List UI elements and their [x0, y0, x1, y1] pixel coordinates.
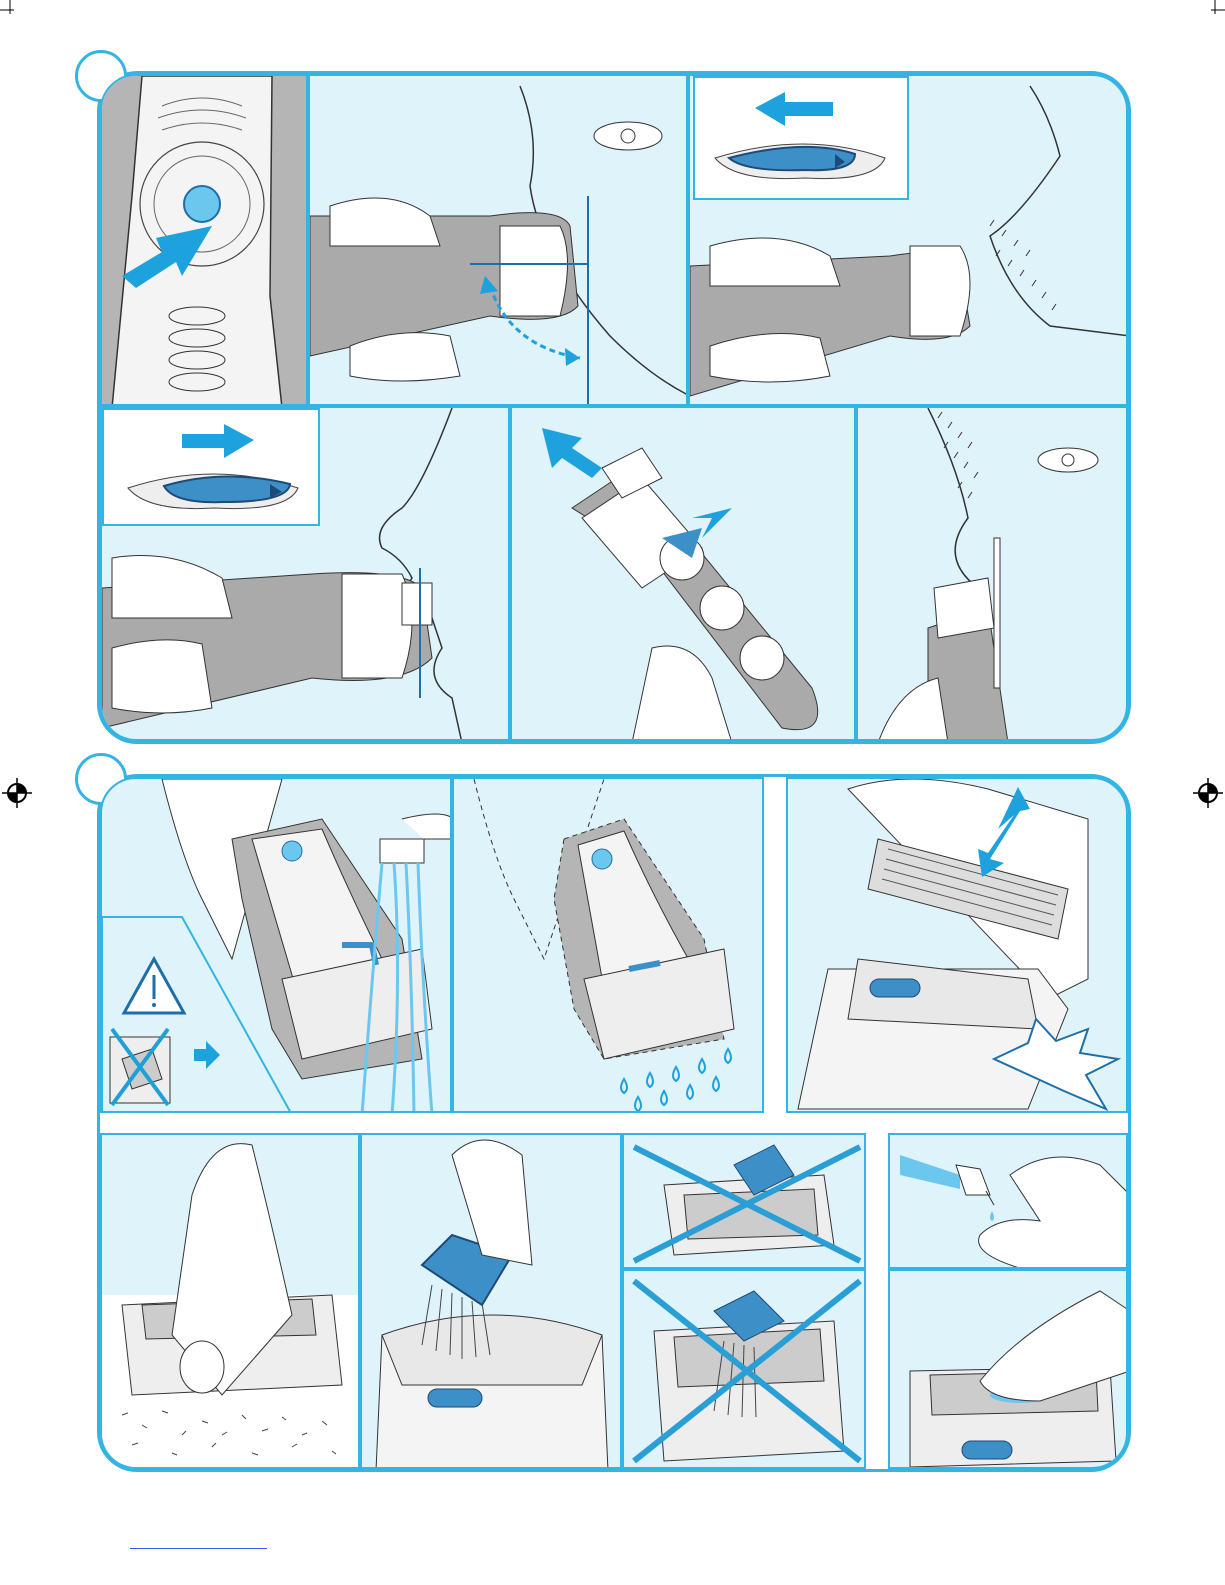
switch-detail-inset-left	[693, 76, 909, 200]
water-tap-icon	[102, 779, 452, 1113]
brush-icon	[362, 1135, 622, 1469]
hair-clippings-icon	[102, 1135, 360, 1469]
panel-oil-drop	[888, 1133, 1128, 1269]
angle-arrow-icon	[310, 76, 688, 406]
switch-detail-inset-right	[102, 408, 320, 526]
panel-do-not-brush-foil-2	[622, 1269, 866, 1469]
water-drops-icon	[454, 779, 764, 1113]
registration-mark-right-icon	[1191, 776, 1225, 810]
panel-sideburns-trimming	[856, 406, 1128, 741]
panel-shaving-angle	[308, 74, 688, 406]
panel-sideburns-trimming-switch	[100, 406, 510, 741]
release-arrow-icon	[512, 408, 856, 741]
panel-oil-foil	[888, 1269, 1128, 1469]
crop-mark-top-left	[0, 0, 18, 18]
panel-rinse-under-tap	[100, 777, 452, 1113]
panel-let-dry	[452, 777, 764, 1113]
panel-tap-out-hair	[100, 1133, 360, 1469]
panel-long-hair-trimmer-extend	[688, 74, 1128, 406]
oil-bottle-icon	[890, 1135, 1128, 1269]
panel-brush-cutter-block	[360, 1133, 622, 1469]
oil-finger-icon	[890, 1271, 1128, 1469]
cross-icon	[624, 1135, 866, 1269]
arrow-right-icon	[104, 410, 318, 524]
press-button-icon	[102, 76, 308, 406]
footer-rule	[130, 1548, 267, 1549]
trimmer-icon	[858, 408, 1128, 741]
double-arrow-icon	[788, 779, 1128, 1113]
panel-switch-on-button	[100, 74, 308, 406]
panel-remove-foil-frame	[786, 777, 1128, 1113]
panel-do-not-brush-foil	[622, 1133, 866, 1269]
cross-icon	[624, 1271, 866, 1469]
registration-mark-left-icon	[0, 776, 34, 810]
panel-trimmer-release	[510, 406, 856, 741]
arrow-left-icon	[695, 78, 907, 198]
crop-mark-top-right	[1207, 0, 1225, 18]
